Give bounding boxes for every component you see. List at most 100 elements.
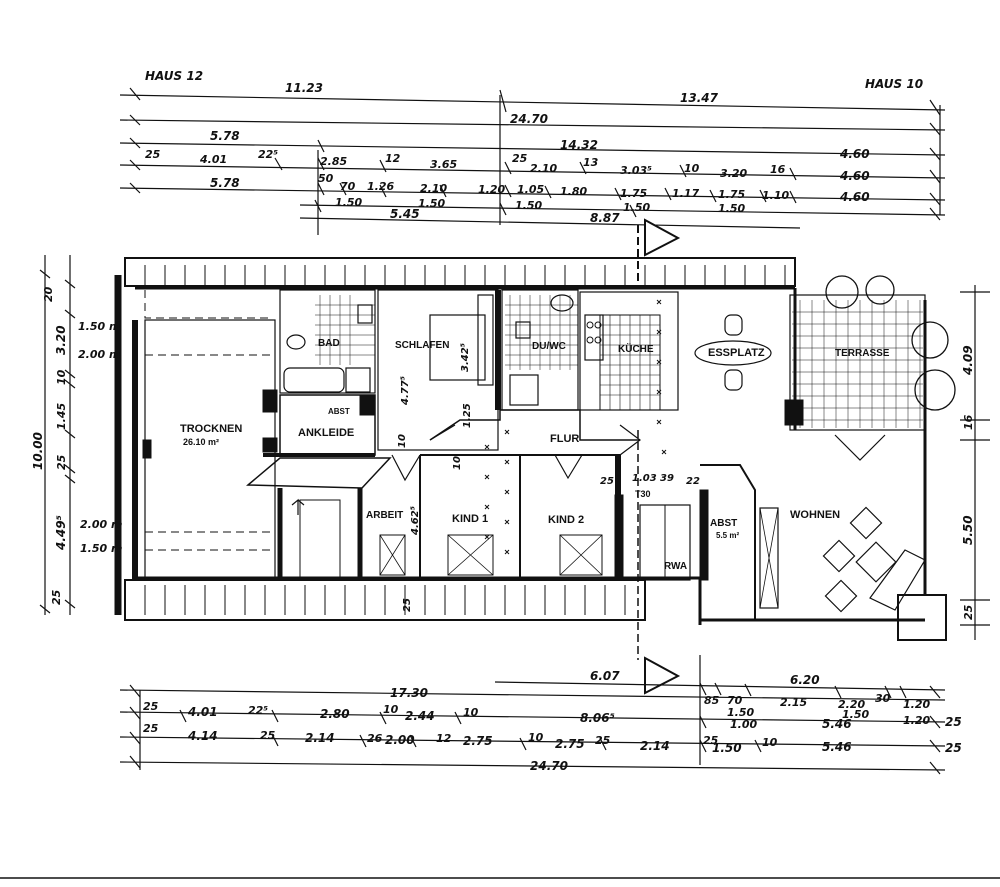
dim-top-r5-8: 1.75 <box>620 187 647 200</box>
dim-schlafen-h: 3.42⁵ <box>460 343 471 372</box>
dim-bot-r1-1: 85 <box>704 694 720 707</box>
dim-bot-r1-2: 70 <box>727 694 743 707</box>
section-marker-bottom <box>644 656 681 695</box>
dim-bot-r3-10: 25 <box>595 734 611 747</box>
dim-abst-d: 22 <box>686 476 700 487</box>
dim-top-r7-1: 8.87 <box>590 211 620 225</box>
dim-left-inner-3: 1.50 m <box>80 542 122 555</box>
dim-bot-r3-11: 2.14 <box>640 739 670 753</box>
dim-top-r5-9: 1.17 <box>672 187 699 200</box>
dim-left-4: 25 <box>55 454 68 470</box>
dim-flur-c: 10 <box>397 434 408 448</box>
dim-top-r5-7: 1.80 <box>560 185 587 198</box>
dim-bot-r1b-0: 1.50 <box>727 706 754 719</box>
left-dimension-chain <box>39 255 76 615</box>
dim-flur-b: 10 <box>452 456 463 470</box>
dim-bot-r3-1: 4.14 <box>187 729 218 743</box>
room-bad: BAD <box>318 338 340 349</box>
room-rwa: RWA <box>664 561 687 572</box>
dim-bot-r0-1: 6.20 <box>790 673 820 687</box>
room-kind2: KIND 2 <box>548 514 584 526</box>
dim-top-r4-6: 25 <box>512 152 528 165</box>
dim-top-r4-4: 12 <box>385 152 401 165</box>
dim-bot-r1-5: 30 <box>875 692 891 705</box>
dim-top-r4-1: 4.01 <box>199 153 227 166</box>
dim-bot-r1-6: 1.20 <box>903 698 930 711</box>
dim-top-r5-3: 1.26 <box>367 180 394 193</box>
dim-bot-r3-16: 25 <box>945 741 962 755</box>
dim-bot-r2-2: 22⁵ <box>248 704 268 717</box>
dim-top-r4-3: 2.85 <box>320 155 347 168</box>
room-terrasse: TERRASSE <box>835 348 890 359</box>
dim-left-inner-1: 2.00 m <box>78 348 120 361</box>
room-kind1: KIND 1 <box>452 513 488 525</box>
dim-right-1: 16 <box>962 414 975 430</box>
building-walls <box>114 257 956 660</box>
dim-bot-r3-14: 10 <box>762 736 778 749</box>
dim-left-7: 10.00 <box>31 432 45 470</box>
dim-left-3: 1.45 <box>55 403 68 430</box>
room-kueche: KÜCHE <box>618 342 654 355</box>
dim-abst-b: 39 <box>660 473 674 484</box>
dim-top-r3-a: 5.78 <box>210 129 240 143</box>
dim-left-0: 20 <box>42 286 55 302</box>
dim-left-1: 3.20 <box>54 325 68 355</box>
room-trocknen: TROCKNEN <box>180 423 242 435</box>
dim-top-r4-7: 2.10 <box>530 162 557 175</box>
room-schlafen: SCHLAFEN <box>395 340 449 351</box>
dim-bot-r1-3: 2.15 <box>780 696 807 709</box>
dim-top-r5-4: 2.10 <box>420 182 447 195</box>
dim-bot-r3-13: 1.50 <box>712 741 742 755</box>
dim-top-r4-12: 16 <box>770 163 786 176</box>
dim-bot-r3-15: 5.46 <box>822 740 852 754</box>
dim-bot-r2-10: 1.20 <box>903 714 930 727</box>
dim-bot-r2-7: 8.06⁵ <box>580 711 615 725</box>
top-dimension-chains <box>119 87 946 235</box>
dim-bot-r0-0: 6.07 <box>590 669 620 683</box>
dim-bot-r2-3: 2.80 <box>320 707 350 721</box>
room-t30: T30 <box>635 489 651 499</box>
dim-top-r6-0: 1.50 <box>335 196 362 209</box>
dim-bot-r3-7: 2.75 <box>463 734 493 748</box>
dim-right-2: 5.50 <box>961 515 975 545</box>
dim-bot-r3-0: 25 <box>143 722 159 735</box>
dim-bot-r3-12: 25 <box>703 734 719 747</box>
dim-flur-a: 1.25 <box>462 403 473 428</box>
dim-top-r5-11: 1.10 <box>762 189 789 202</box>
dim-bot-r4-0: 24.70 <box>530 759 568 773</box>
dim-top-r4-8: 13 <box>583 156 599 169</box>
dim-left-inner-2: 2.00 m <box>80 518 122 531</box>
dim-right-0: 4.09 <box>961 345 975 376</box>
dim-abst-c: 25 <box>600 476 614 487</box>
dim-top-r6-5: 4.60 <box>839 190 870 204</box>
dim-bot-r2-9: 5.46 <box>822 717 852 731</box>
room-abst: ABST <box>710 518 737 529</box>
dim-top-r1-b: 13.47 <box>680 91 719 105</box>
dim-top-r6-2: 1.50 <box>515 199 542 212</box>
dim-bot-r1-4: 2.20 <box>838 698 865 711</box>
right-dimension-chain <box>960 285 990 640</box>
dim-top-r1-a: 11.23 <box>285 81 323 95</box>
dim-top-r2: 24.70 <box>510 112 548 126</box>
dim-top-r4-10: 10 <box>684 162 700 175</box>
dim-top-r6-4: 1.50 <box>718 202 745 215</box>
dim-bot-r2-0: 25 <box>143 700 159 713</box>
dim-left-2: 10 <box>55 369 68 385</box>
dim-top-r4-2: 22⁵ <box>258 148 278 161</box>
dim-top-r5-12: 4.60 <box>839 169 870 183</box>
dim-corr: 25 <box>402 598 413 612</box>
dim-bot-r1b-1: 1.50 <box>842 708 869 721</box>
dim-bot-r3-8: 10 <box>528 731 544 744</box>
dim-bot-r2-5: 2.44 <box>405 709 435 723</box>
dim-right-3: 25 <box>962 604 975 620</box>
dim-schlafen-w: 4.77⁵ <box>400 376 411 406</box>
dim-top-r4-11: 3.20 <box>720 167 747 180</box>
room-essplatz: ESSPLATZ <box>708 347 765 359</box>
dim-arbeit: 4.62⁵ <box>410 506 421 536</box>
dim-left-6: 25 <box>50 589 63 605</box>
haus-12-label: HAUS 12 <box>145 69 203 83</box>
room-ankleide-note: ABST <box>328 407 350 416</box>
dim-bot-r2-4: 10 <box>383 703 399 716</box>
dim-bot-r2-6: 10 <box>463 706 479 719</box>
haus-10-label: HAUS 10 <box>865 77 923 91</box>
